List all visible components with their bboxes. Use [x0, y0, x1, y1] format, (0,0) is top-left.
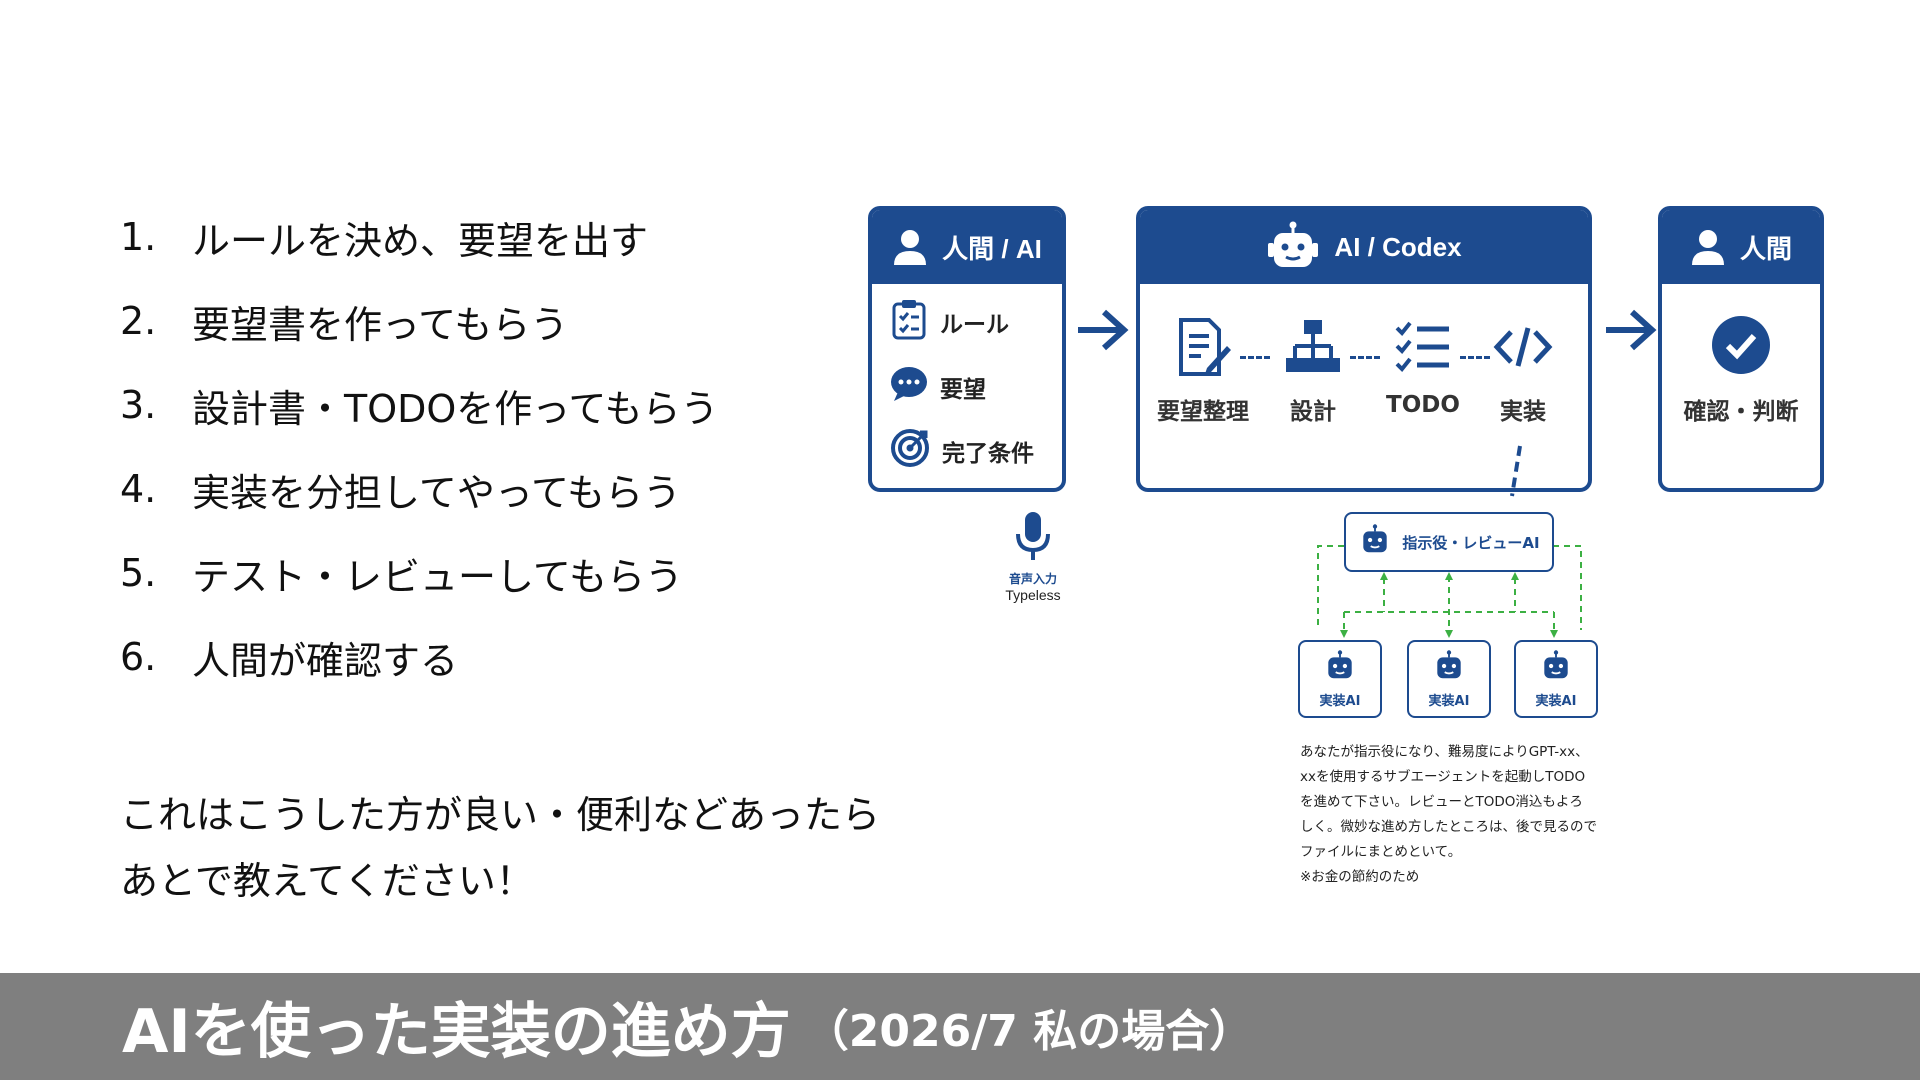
person-icon: [892, 227, 928, 267]
feedback-note: これはこうした方が良い・便利などあったら あとで教えてください！: [120, 782, 880, 914]
human-header: 人間: [1662, 210, 1820, 284]
slide-subtitle: （2026/7 私の場合）: [804, 1005, 1254, 1057]
chat-bubble-icon: [890, 366, 928, 408]
director-label: 指示役・レビューAI: [1402, 533, 1540, 552]
implement-ai-label: 実装AI: [1428, 693, 1470, 709]
prompt-line: あなたが指示役になり、難易度によりGPT-xx、: [1300, 744, 1589, 760]
robot-icon: [1323, 649, 1357, 686]
list-item: 6. 人間が確認する: [120, 615, 840, 699]
list-item: 4. 実装を分担してやってもらう: [120, 447, 840, 531]
done-criteria-label: 完了条件: [942, 441, 1034, 467]
step-text: 要望書を作ってもらう: [192, 302, 569, 347]
step-text: テスト・レビューしてもらう: [192, 554, 683, 599]
workflow-diagram: 人間 / AI ルール 要望 完了条件 AI / Codex: [860, 200, 1860, 900]
request-organize-label: 要望整理: [1157, 399, 1249, 425]
implement-ai-label: 実装AI: [1535, 693, 1577, 709]
human-ai-title: 人間 / AI: [942, 233, 1042, 264]
implement-ai-box: 実装AI: [1514, 640, 1598, 718]
todo-label: TODO: [1386, 392, 1460, 418]
list-item: 2. 要望書を作ってもらう: [120, 279, 840, 363]
typeless-label: Typeless: [1005, 587, 1061, 603]
prompt-line: を進めて下さい。レビューとTODO消込もよろ: [1300, 794, 1583, 810]
step-text: ルールを決め、要望を出す: [192, 218, 649, 263]
prompt-line: xxを使用するサブエージェントを起動しTODO: [1300, 769, 1586, 785]
clipboard-icon: [890, 298, 928, 346]
prompt-line: ファイルにまとめといて。: [1300, 844, 1462, 860]
arrow-right-icon: [1074, 306, 1130, 358]
robot-icon: [1432, 649, 1466, 686]
prompt-text: あなたが指示役になり、難易度によりGPT-xx、 xxを使用するサブエージェント…: [1300, 740, 1620, 890]
check-circle-icon: [1710, 314, 1772, 380]
voice-input: 音声入力 Typeless: [988, 510, 1078, 603]
ai-codex-box: AI / Codex 要望整理 設計 TODO 実装: [1136, 206, 1592, 492]
slide-title: AIを使った実装の進め方: [122, 997, 791, 1067]
human-title: 人間: [1739, 233, 1792, 264]
robot-icon: [1539, 649, 1573, 686]
human-box: 人間 確認・判断: [1658, 206, 1824, 492]
rule-item: ルール: [890, 298, 1062, 346]
request-item: 要望: [890, 366, 1062, 408]
checklist-icon: [1368, 316, 1478, 382]
list-item: 1. ルールを決め、要望を出す: [120, 195, 840, 279]
arrow-right-icon: [1602, 306, 1658, 358]
connector-dash: [1240, 356, 1270, 359]
step-number: 5.: [120, 551, 157, 595]
request-label: 要望: [940, 377, 986, 403]
implement-ai-box: 実装AI: [1298, 640, 1382, 718]
human-ai-header: 人間 / AI: [872, 210, 1062, 284]
design-label: 設計: [1290, 399, 1336, 425]
todo-step: TODO: [1368, 316, 1478, 418]
hierarchy-icon: [1258, 316, 1368, 382]
step-number: 2.: [120, 299, 157, 343]
list-item: 5. テスト・レビューしてもらう: [120, 531, 840, 615]
connector-dash: [1460, 356, 1490, 359]
design-step: 設計: [1258, 316, 1368, 426]
person-icon: [1690, 227, 1726, 267]
step-number: 4.: [120, 467, 157, 511]
robot-icon: [1358, 524, 1392, 560]
prompt-line: ※お金の節約のため: [1300, 869, 1420, 885]
prompt-line: しく。微妙な進め方したところは、後で見るので: [1300, 819, 1597, 835]
confirm-judge-label: 確認・判断: [1683, 399, 1799, 425]
step-number: 3.: [120, 383, 157, 427]
step-number: 1.: [120, 215, 157, 259]
step-number: 6.: [120, 635, 157, 679]
sub-agent-connectors: [1317, 445, 1582, 638]
request-organize-step: 要望整理: [1148, 316, 1258, 426]
note-line-2: あとで教えてください！: [120, 859, 534, 903]
step-text: 設計書・TODOを作ってもらう: [192, 386, 719, 431]
note-line-1: これはこうした方が良い・便利などあったら: [120, 793, 881, 837]
done-criteria-item: 完了条件: [890, 428, 1062, 474]
connector-dash: [1350, 356, 1380, 359]
list-item: 3. 設計書・TODOを作ってもらう: [120, 363, 840, 447]
implement-step: 実装: [1468, 316, 1578, 426]
target-icon: [890, 428, 930, 474]
ai-codex-header: AI / Codex: [1140, 210, 1588, 284]
implement-label: 実装: [1500, 399, 1546, 425]
director-review-ai-box: 指示役・レビューAI: [1344, 512, 1554, 572]
implement-ai-label: 実装AI: [1319, 693, 1361, 709]
implement-ai-box: 実装AI: [1407, 640, 1491, 718]
step-text: 人間が確認する: [192, 638, 459, 683]
step-text: 実装を分担してやってもらう: [192, 470, 682, 515]
microphone-icon: [988, 510, 1078, 566]
robot-icon: [1266, 221, 1320, 273]
code-icon: [1468, 316, 1578, 382]
footer-bar: AIを使った実装の進め方 （2026/7 私の場合）: [0, 973, 1920, 1080]
document-edit-icon: [1148, 316, 1258, 382]
human-ai-box: 人間 / AI ルール 要望 完了条件: [868, 206, 1066, 492]
rule-label: ルール: [940, 312, 1009, 338]
steps-list: 1. ルールを決め、要望を出す 2. 要望書を作ってもらう 3. 設計書・TODOを作…: [120, 195, 840, 699]
voice-input-label: 音声入力: [1008, 572, 1057, 586]
ai-codex-title: AI / Codex: [1334, 231, 1462, 262]
